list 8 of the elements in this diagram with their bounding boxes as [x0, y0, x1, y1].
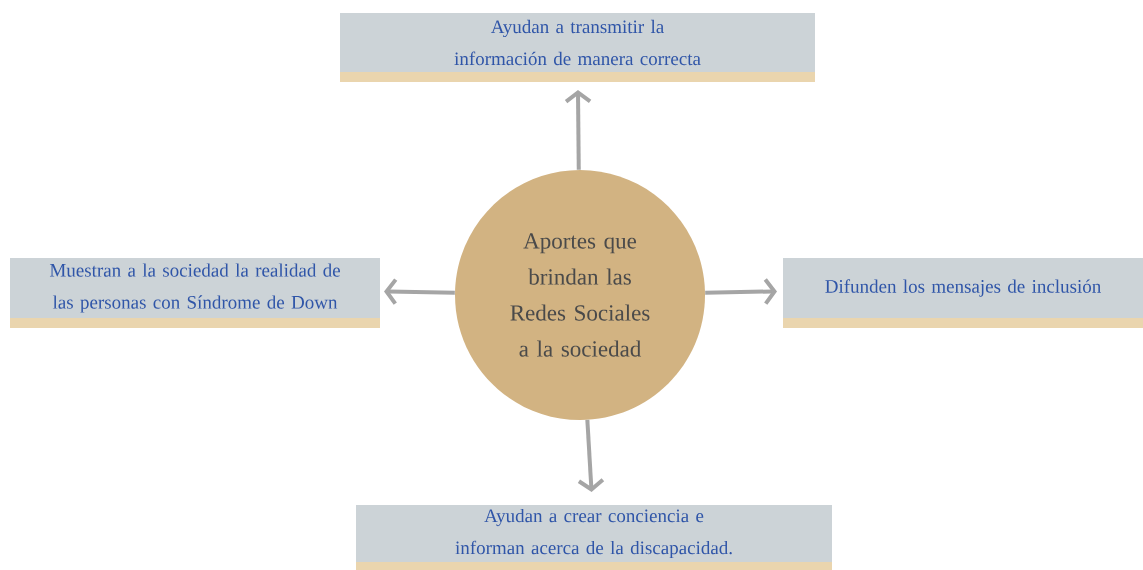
- text-box: Ayudan a transmitir la información de manera correcta: [340, 13, 815, 82]
- text-box: Difunden los mensajes de inclusión: [783, 258, 1143, 328]
- arrow: [577, 419, 605, 492]
- text-box: Muestran a la sociedad la realidad de las personas con Síndrome de Down: [10, 258, 380, 328]
- text-box: Ayudan a crear conciencia e informan acerca de la discapacidad.: [356, 505, 832, 570]
- arrow: [564, 90, 592, 170]
- arrow: [384, 278, 455, 305]
- arrow: [705, 278, 777, 305]
